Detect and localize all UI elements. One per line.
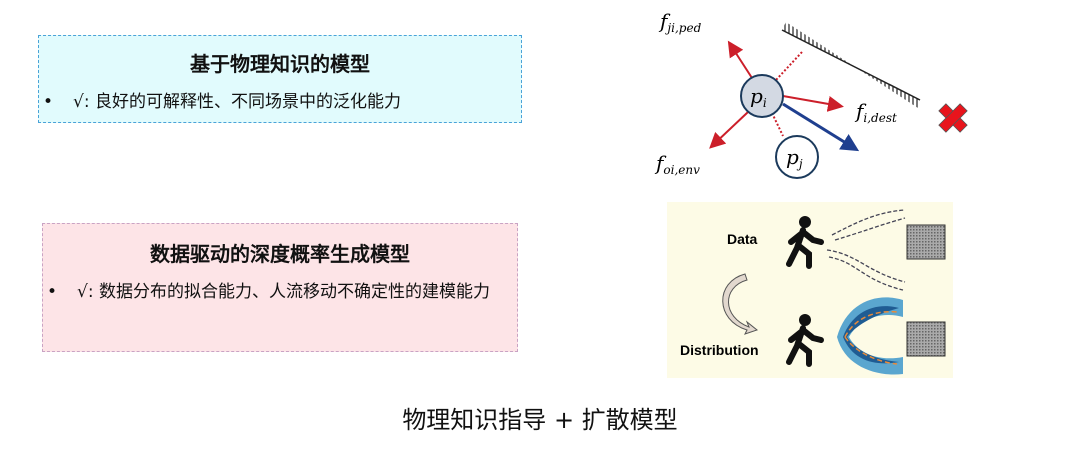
trajectory-distribution [837,297,903,375]
f-env-label: foi,env [654,151,700,177]
curved-arrow-icon [722,273,759,335]
data-model-bullet-text: √: 数据分布的拟合能力、人流移动不确定性的建模能力 [77,282,490,302]
physics-model-title: 基于物理知识的模型 [190,52,370,76]
wall [781,22,921,108]
pedestrian-icon [786,216,824,269]
data-model-bullet: •√: 数据分布的拟合能力、人流移动不确定性的建模能力 [47,282,490,302]
data-model-box: 数据驱动的深度概率生成模型 •√: 数据分布的拟合能力、人流移动不确定性的建模能… [42,223,518,352]
trajectory-data-lines [826,209,906,291]
data-distribution-diagram: Data Distribution [667,202,953,378]
data-model-title: 数据驱动的深度概率生成模型 [150,242,410,266]
cross-icon [938,103,968,133]
conclusion-text: 物理知识指导 + 扩散模型 [402,406,678,434]
ped-distance-line [771,112,784,137]
force-env-arrow [709,111,749,149]
pedestrian-j-node [775,135,819,179]
f-dest-label: fi,dest [854,99,897,125]
destination-box [906,321,946,357]
data-label: Data [727,231,758,247]
wall-distance-line [775,51,803,81]
pedestrian-icon [786,314,824,367]
physics-model-bullet-text: √: 良好的可解释性、不同场景中的泛化能力 [73,92,401,112]
f-ped-label: fji,ped [658,9,702,35]
p-j-label: pj [786,145,803,171]
force-dest-arrow [782,95,844,112]
p-i-label: pi [750,84,767,110]
velocity-arrow [782,102,860,152]
physics-model-box: 基于物理知识的模型 •√: 良好的可解释性、不同场景中的泛化能力 [38,35,522,123]
distribution-label: Distribution [680,342,759,358]
force-ped-arrow [727,40,753,79]
pedestrian-i-node [740,74,784,118]
physics-model-bullet: •√: 良好的可解释性、不同场景中的泛化能力 [43,92,401,112]
diagram-background [667,202,953,378]
destination-box [906,224,946,260]
social-force-diagram: pi pj fji,ped fi,dest foi,env [654,9,968,179]
